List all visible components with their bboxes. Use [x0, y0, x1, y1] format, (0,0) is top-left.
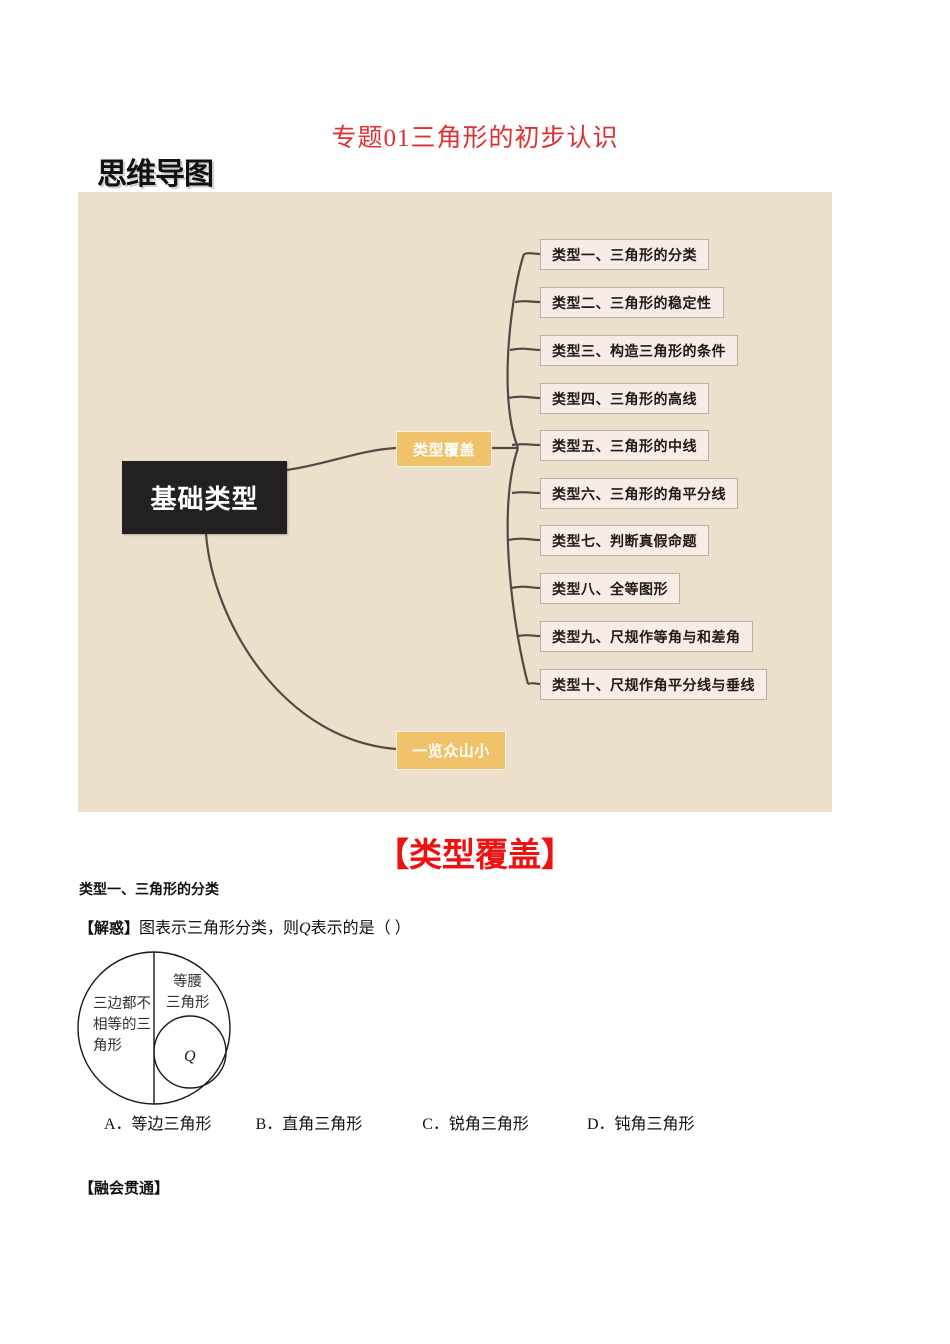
question-symbol: Q — [299, 920, 311, 937]
option-a[interactable]: A．等边三角形 — [104, 1116, 212, 1133]
mindmap-leaf-6[interactable]: 类型六、三角形的角平分线 — [540, 478, 738, 509]
mindmap-leaf-1[interactable]: 类型一、三角形的分类 — [540, 239, 709, 270]
inner-circle — [153, 1015, 227, 1089]
mindmap-root-node[interactable]: 基础类型 — [122, 461, 287, 534]
question-tag: 【解惑】 — [79, 920, 140, 937]
mindmap-leaf-3[interactable]: 类型三、构造三角形的条件 — [540, 335, 738, 366]
figure-right-label-line-2: 三角形 — [166, 994, 210, 1011]
ronghui-guantong-tag: 【融会贯通】 — [79, 1180, 170, 1197]
mindmap-leaf-5[interactable]: 类型五、三角形的中线 — [540, 430, 709, 461]
figure-left-label-line-2: 相等的三 — [93, 1015, 151, 1033]
section-title-type-coverage: 【类型覆盖】 — [376, 838, 574, 874]
figure-right-label-line-1: 等腰 — [173, 972, 202, 990]
mindmap-heading: 思维导图 — [97, 158, 214, 191]
page-title: 专题01三角形的初步认识 — [331, 125, 619, 152]
mindmap-connectors — [204, 252, 541, 751]
triangle-classification-figure: 三边都不 相等的三 角形 等腰 三角形 Q — [74, 948, 304, 1108]
mindmap-leaf-8[interactable]: 类型八、全等图形 — [540, 573, 680, 604]
option-b[interactable]: B．直角三角形 — [255, 1116, 363, 1133]
mindmap-leaf-9[interactable]: 类型九、尺规作等角与和差角 — [540, 621, 753, 652]
mindmap-leaf-7[interactable]: 类型七、判断真假命题 — [540, 525, 709, 556]
question-text-before: 图表示三角形分类，则 — [139, 920, 300, 937]
type-1-heading: 类型一、三角形的分类 — [79, 881, 219, 897]
mindmap-branch-overview[interactable]: 一览众山小 — [396, 731, 506, 770]
figure-left-label-line-1: 三边都不 — [93, 995, 151, 1012]
figure-inner-label-q: Q — [184, 1048, 196, 1065]
option-d[interactable]: D．钝角三角形 — [586, 1116, 695, 1133]
answer-options: A．等边三角形 B．直角三角形 C．锐角三角形 D．钝角三角形 — [104, 1110, 804, 1134]
mindmap-leaf-2[interactable]: 类型二、三角形的稳定性 — [540, 287, 724, 318]
figure-left-label-line-3: 角形 — [93, 1037, 122, 1054]
mindmap-branch-type-coverage[interactable]: 类型覆盖 — [396, 431, 492, 467]
mindmap-leaf-4[interactable]: 类型四、三角形的高线 — [540, 383, 709, 414]
question-text-after: 表示的是（ ） — [310, 920, 411, 937]
option-c[interactable]: C．锐角三角形 — [422, 1116, 529, 1133]
question-statement: 【解惑】图表示三角形分类，则Q表示的是（ ） — [79, 914, 411, 938]
mindmap-panel: 基础类型 类型覆盖 一览众山小 类型一、三角形的分类 类型二、三角形的稳定性 类… — [78, 192, 832, 812]
mindmap-leaf-10[interactable]: 类型十、尺规作角平分线与垂线 — [540, 669, 767, 700]
